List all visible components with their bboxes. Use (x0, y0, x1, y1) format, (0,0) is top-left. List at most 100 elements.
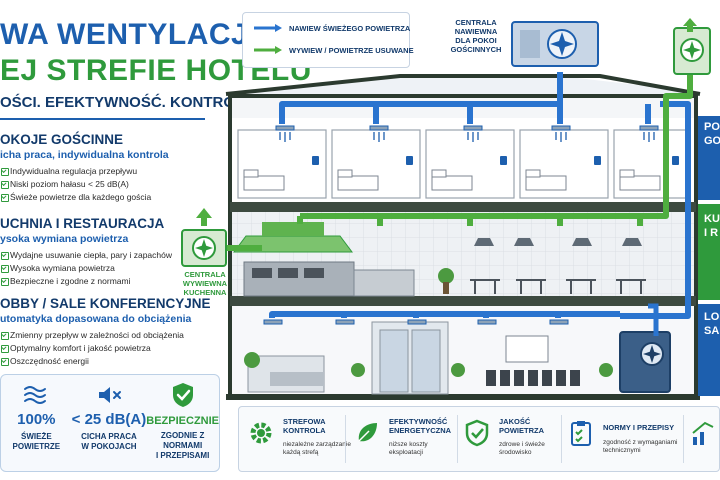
unit-label-line: DLA POKOI (455, 36, 497, 45)
supply-diffuser-icon (263, 319, 569, 325)
list-item: Indywidualna regulacja przepływu (0, 165, 210, 178)
stat-value: < 25 dB(A) (71, 411, 147, 428)
exhaust-roof-unit (673, 18, 711, 75)
legend-exhaust: WYWIEW / POWIETRZE USUWANE (253, 45, 414, 55)
right-panel-text: PO (704, 121, 720, 133)
right-panel-kitchen: KU I R (698, 204, 720, 300)
title-divider (0, 118, 205, 120)
plant-icon (599, 363, 613, 377)
list-item: Oszczędność energii (0, 355, 210, 368)
dining-table-icon (470, 279, 646, 294)
exhaust-arrow-icon (196, 208, 212, 226)
right-panel-text: LOB (704, 311, 720, 323)
kitchen-exhaust-unit (181, 208, 227, 267)
feature-title: JAKOŚĆ (499, 417, 531, 426)
feature-desc: środowisko (499, 449, 532, 456)
feature-title: ENERGETYCZNA (389, 426, 452, 435)
shield-check-icon (146, 381, 219, 409)
stat-value: BEZPIECZNIE (146, 415, 219, 427)
section-subtitle: ysoka wymiana powietrza (0, 233, 129, 245)
lobby-floor (244, 319, 613, 395)
subtitle: OŚCI. EFEKTYWNOŚĆ. KONTROLA. (0, 94, 260, 111)
stat-label: ŚWIEŻE (20, 432, 52, 441)
speaker-mute-icon (72, 381, 147, 409)
legend-supply-label: NAWIEW ŚWIEŻEGO POWIETRZA (289, 23, 411, 33)
feature-desc: zgodność z wymaganiami (603, 439, 678, 446)
thermostat-icon (312, 156, 679, 165)
legend: NAWIEW ŚWIEŻEGO POWIETRZA WYWIEW / POWIE… (242, 12, 414, 68)
section-lobby: OBBY / SALE KONFERENCYJNE utomatyka dopa… (0, 296, 211, 368)
unit-label-line: KUCHENNA (183, 288, 227, 297)
leaf-plug-icon (353, 419, 381, 452)
list-item: Optymalny komfort i jakość powietrza (0, 342, 210, 355)
feature-title: STREFOWA (283, 417, 326, 426)
divider (561, 415, 562, 463)
pendant-lamp-icon (474, 238, 642, 246)
section-guest-rooms: OKOJE GOŚCINNE icha praca, indywidualna … (0, 132, 210, 204)
feature-desc: każdą strefą (283, 449, 319, 456)
rooms-unit-label: CENTRALA NAWIEWNA DLA POKOI GOŚCINNYCH (440, 18, 512, 54)
unit-label-line: WYWIEWNA (182, 279, 228, 288)
sofa-icon (270, 372, 324, 386)
shield-check-icon (463, 419, 491, 452)
blue-arrow-icon (254, 24, 282, 32)
unit-label-line: NAWIEWNA (454, 27, 498, 36)
legend-supply: NAWIEW ŚWIEŻEGO POWIETRZA (253, 23, 410, 33)
stat-label: W POKOJACH (81, 442, 137, 451)
divider (345, 415, 346, 463)
right-panel-text: KU (704, 213, 720, 225)
air-waves-icon (1, 381, 72, 409)
stat-label: POWIETRZE (12, 442, 61, 451)
section-title: OKOJE GOŚCINNE (0, 132, 124, 147)
clipboard-check-icon (567, 419, 595, 452)
list-item: Wydajne usuwanie ciepła, pary i zapachów (0, 249, 210, 262)
stat-label: CICHA PRACA (81, 432, 137, 441)
exhaust-ducts (226, 30, 693, 251)
feature-title: NORMY I PRZEPISY (603, 423, 675, 432)
list-item: Niski poziom hałasu < 25 dB(A) (0, 178, 210, 191)
unit-label-line: CENTRALA (455, 18, 497, 27)
projection-screen-icon (505, 335, 549, 363)
section-subtitle: icha praca, indywidualna kontrola (0, 149, 169, 161)
right-panel-text: SAL (704, 325, 720, 337)
kitchen-unit-label: CENTRALA WYWIEWNA KUCHENNA (172, 270, 238, 297)
stat-value: 100% (17, 411, 56, 428)
feature-desc: technicznymi (603, 447, 641, 454)
feature-title: KONTROLA (283, 426, 326, 435)
unit-label-line: CENTRALA (184, 270, 226, 279)
right-panel-rooms: PO GO (698, 116, 720, 200)
lobby-air-handling-unit (619, 303, 671, 393)
section-title: OBBY / SALE KONFERENCYJNE (0, 296, 211, 311)
plant-icon (451, 363, 465, 377)
legend-exhaust-label: WYWIEW / POWIETRZE USUWANE (289, 45, 414, 55)
section-subtitle: utomatyka dopasowana do obciążenia (0, 313, 192, 325)
right-panel-lobby: LOB SAL (698, 304, 720, 396)
right-panel-text: GO (704, 135, 720, 147)
list-item: Bezpieczne i zgodne z normami (0, 275, 210, 288)
list-item: Zmienny przepływ w zależności od obciąże… (0, 329, 210, 342)
bed-icon (243, 169, 661, 191)
list-item: Wysoka wymiana powietrza (0, 262, 210, 275)
kitchen-floor (233, 222, 646, 297)
list-item: Świeże powietrze dla każdego gościa (0, 191, 210, 204)
feature-desc: niższe koszty (389, 441, 428, 448)
supply-air-handling-unit (511, 21, 599, 67)
unit-label-line: GOŚCINNYCH (450, 45, 502, 54)
divider (683, 415, 684, 463)
title-line-1: WA WENTYLACJA (0, 18, 271, 51)
plant-icon (351, 363, 365, 377)
supply-diffuser-icon (275, 125, 659, 131)
airflow-arrow-icon (279, 132, 655, 142)
stat-label: I PRZEPISAMI (155, 451, 210, 460)
feature-desc: eksploatacji (389, 449, 423, 456)
plant-icon (438, 268, 454, 284)
exhaust-arrow-icon (683, 18, 697, 32)
green-arrow-icon (254, 46, 282, 54)
guest-rooms-floor (237, 125, 687, 199)
